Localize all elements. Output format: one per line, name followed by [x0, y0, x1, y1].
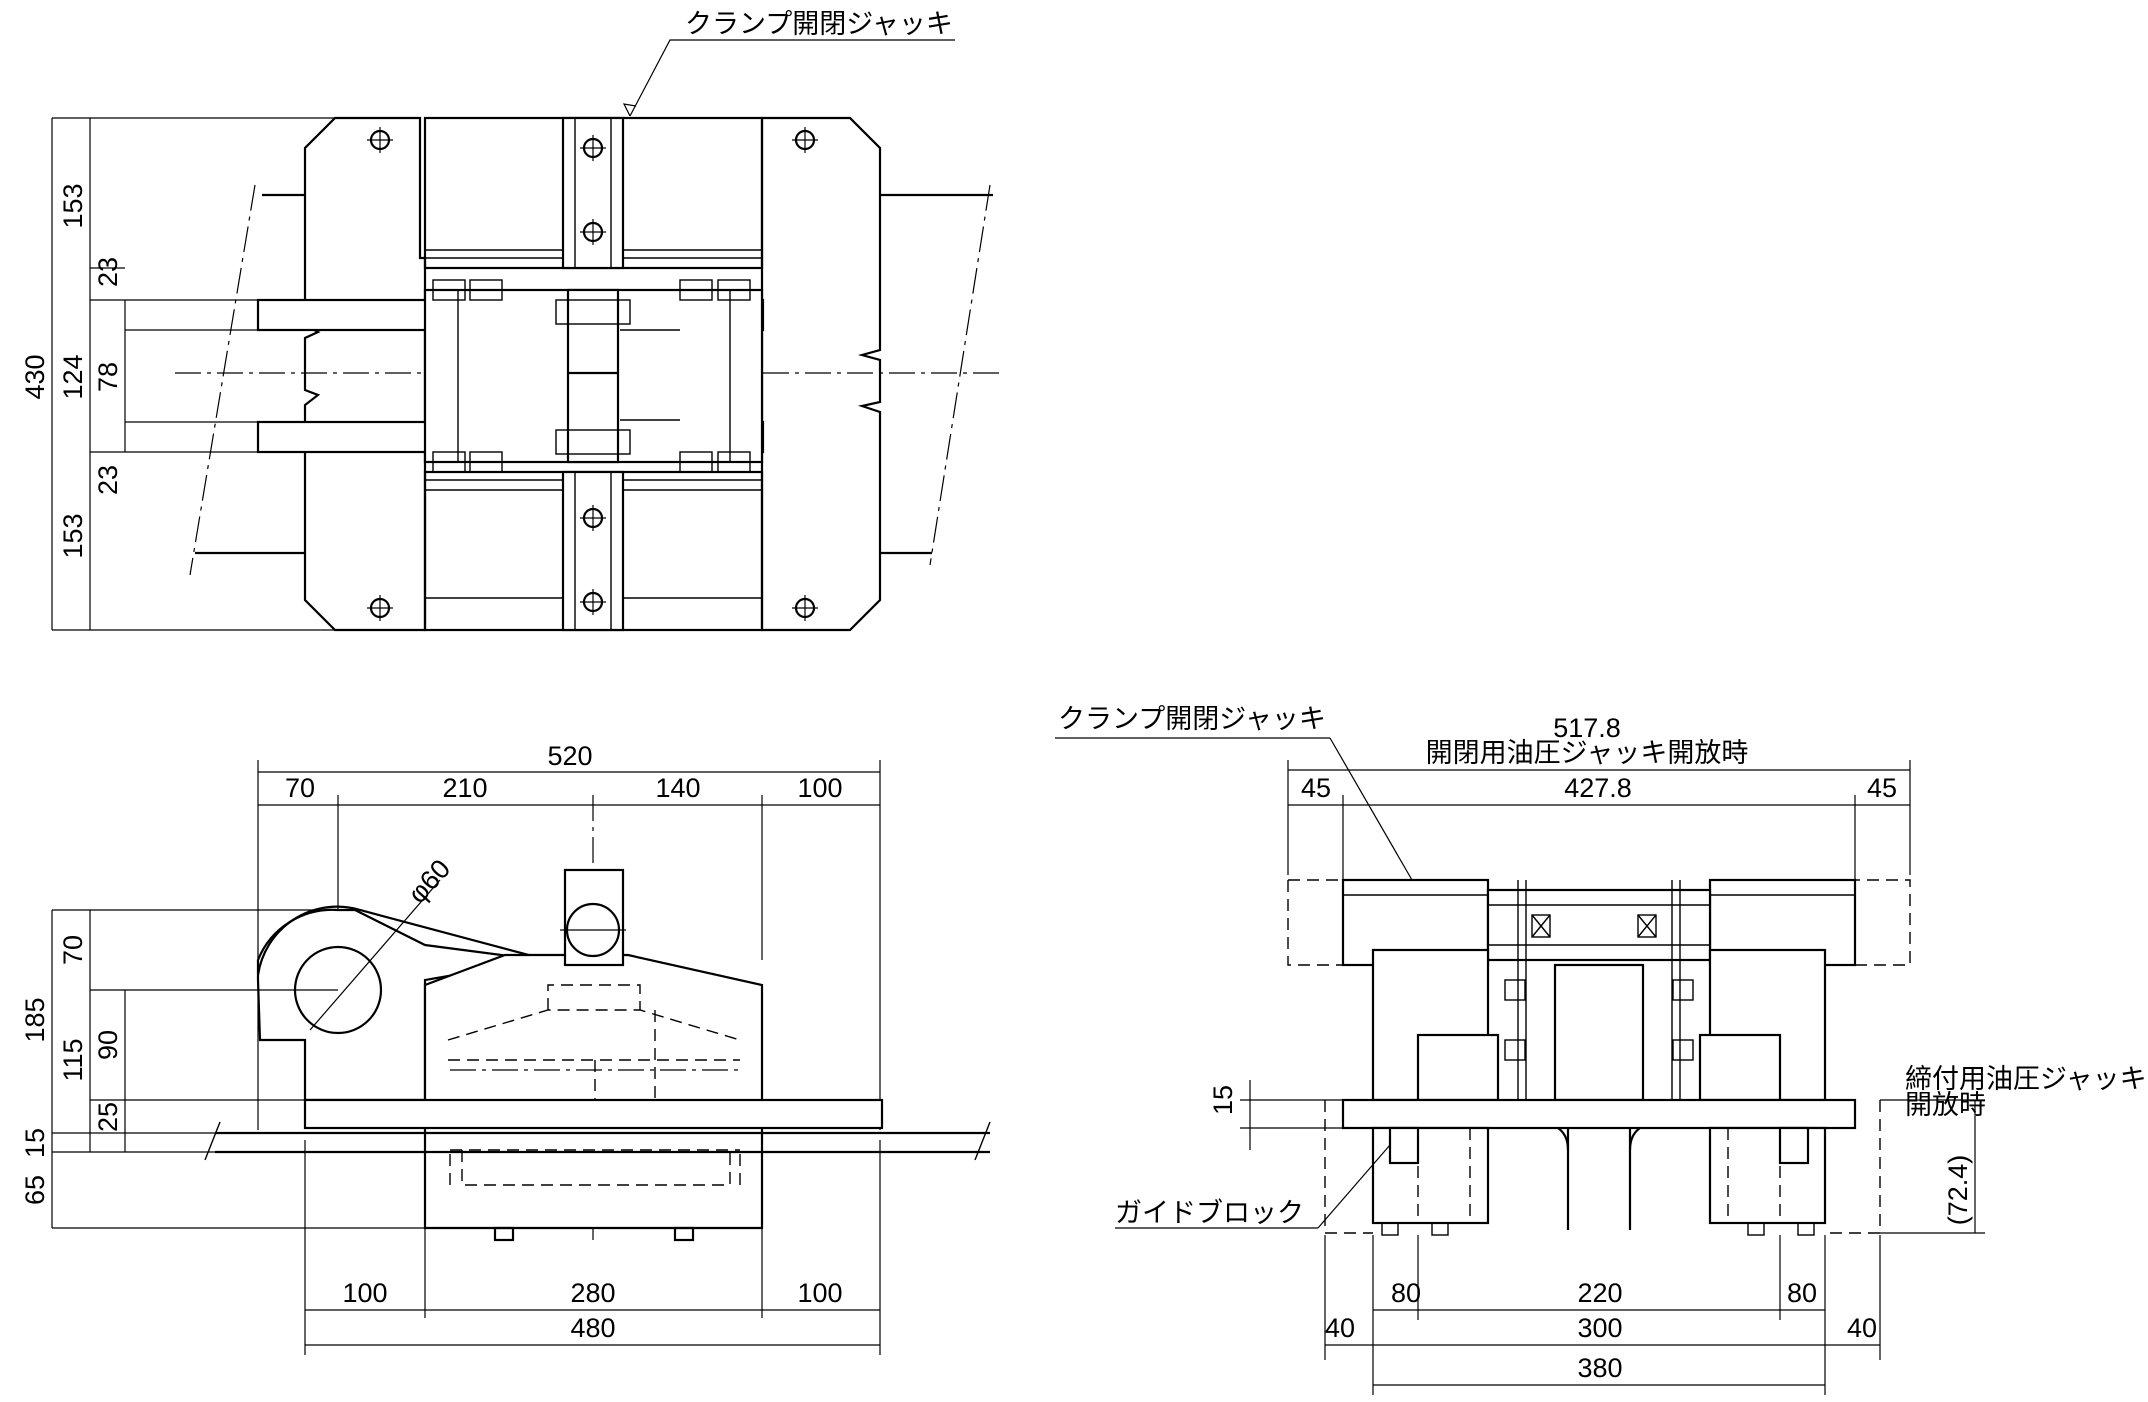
dim-140: 140	[655, 773, 700, 803]
side-view: クランプ開閉ジャッキ 517.8 開閉用油圧ジャッキ開放時 45 427.8 4…	[1055, 704, 2147, 1395]
dim-h115: 115	[58, 1038, 88, 1081]
top-view: クランプ開閉ジャッキ	[20, 9, 1000, 632]
tight-jack-label-1: 締付用油圧ジャッキ	[1905, 1064, 2147, 1094]
top-jack-leader	[629, 39, 955, 117]
guide-block-right	[1778, 1126, 1810, 1165]
dim-b100-left: 100	[342, 1278, 387, 1308]
break-line-right	[929, 184, 991, 566]
dim-lower-153: 153	[58, 513, 88, 558]
dim-upper-153: 153	[58, 183, 88, 228]
side-dim-40-right: 40	[1847, 1313, 1877, 1343]
dim-b100-right: 100	[797, 1278, 842, 1308]
side-dim-72-4: (72.4)	[1943, 1155, 1973, 1226]
side-dim-40-left: 40	[1325, 1313, 1355, 1343]
side-dim-427: 427.8	[1564, 773, 1632, 803]
top-jack-label: クランプ開閉ジャッキ	[685, 9, 953, 39]
right-clamp-plate	[760, 116, 882, 632]
left-clamp-plate	[303, 116, 427, 632]
front-left-dims	[51, 909, 425, 1229]
dim-h25: 25	[93, 1102, 123, 1132]
dim-b480: 480	[570, 1313, 615, 1343]
open-outline-right	[1855, 879, 1911, 966]
side-top-dims	[1287, 760, 1911, 880]
dim-h15: 15	[20, 1128, 50, 1158]
side-block-left	[1416, 1033, 1500, 1102]
jack-bolt-holes	[580, 135, 606, 615]
side-base-plate	[1341, 1098, 1857, 1130]
side-dim-300: 300	[1577, 1313, 1622, 1343]
dim-gap-upper-23: 23	[93, 257, 123, 287]
guide-block-label: ガイドブロック	[1115, 1198, 1304, 1228]
dim-h65: 65	[20, 1175, 50, 1205]
side-dim-45-left: 45	[1301, 773, 1331, 803]
front-bolt-left	[493, 1226, 515, 1242]
dim-b280: 280	[570, 1278, 615, 1308]
break-line-left	[189, 184, 256, 576]
dim-total-430: 430	[20, 354, 50, 399]
top-jack-arrow	[622, 103, 637, 117]
dim-mid-124: 124	[58, 354, 88, 399]
guide-block-left	[1388, 1126, 1420, 1165]
diameter-leader	[309, 879, 441, 1031]
front-hidden-lines	[447, 984, 741, 1186]
side-dim-80-left: 80	[1391, 1278, 1421, 1308]
side-jack-label: クランプ開閉ジャッキ	[1058, 704, 1326, 734]
top-dimensions	[51, 117, 335, 631]
dim-h70: 70	[58, 935, 88, 965]
front-base-plate	[303, 1098, 884, 1130]
open-outline-left	[1287, 880, 1343, 966]
side-dim-220: 220	[1577, 1278, 1622, 1308]
side-dim-h15: 15	[1208, 1085, 1238, 1115]
front-body	[423, 953, 764, 1230]
side-dim-45-right: 45	[1867, 773, 1897, 803]
dim-185: 185	[20, 997, 50, 1042]
dim-h90: 90	[93, 1030, 123, 1060]
side-bottom-dims	[1324, 1235, 1881, 1395]
dim-210: 210	[442, 773, 487, 803]
front-view: 520 70 210 140 100 φ60	[20, 741, 991, 1355]
dim-70: 70	[285, 773, 315, 803]
dim-diameter: φ60	[402, 854, 456, 909]
tight-jack-label-2: 開放時	[1905, 1090, 1986, 1120]
eye-outline	[256, 905, 541, 976]
front-bottom-dims	[304, 1140, 881, 1355]
dim-gap-lower-23: 23	[93, 465, 123, 495]
guide-block-leader	[1317, 1144, 1391, 1229]
side-center-body	[1553, 963, 1645, 1102]
side-center-rod	[1486, 888, 1712, 962]
plate-bolt-holes	[367, 127, 818, 621]
side-block-right	[1698, 1033, 1782, 1102]
dim-100-top: 100	[797, 773, 842, 803]
dim-520: 520	[547, 741, 592, 771]
open-jack-label: 開閉用油圧ジャッキ開放時	[1426, 738, 1749, 768]
side-dim-80-right: 80	[1787, 1278, 1817, 1308]
front-bolt-right	[673, 1226, 695, 1242]
side-jack-leader	[1329, 737, 1413, 881]
side-dim-380: 380	[1577, 1353, 1622, 1383]
dim-inner-78: 78	[93, 362, 123, 392]
nuts	[432, 279, 751, 473]
center-pin	[566, 288, 620, 464]
open-jack-value: 517.8	[1553, 713, 1621, 743]
